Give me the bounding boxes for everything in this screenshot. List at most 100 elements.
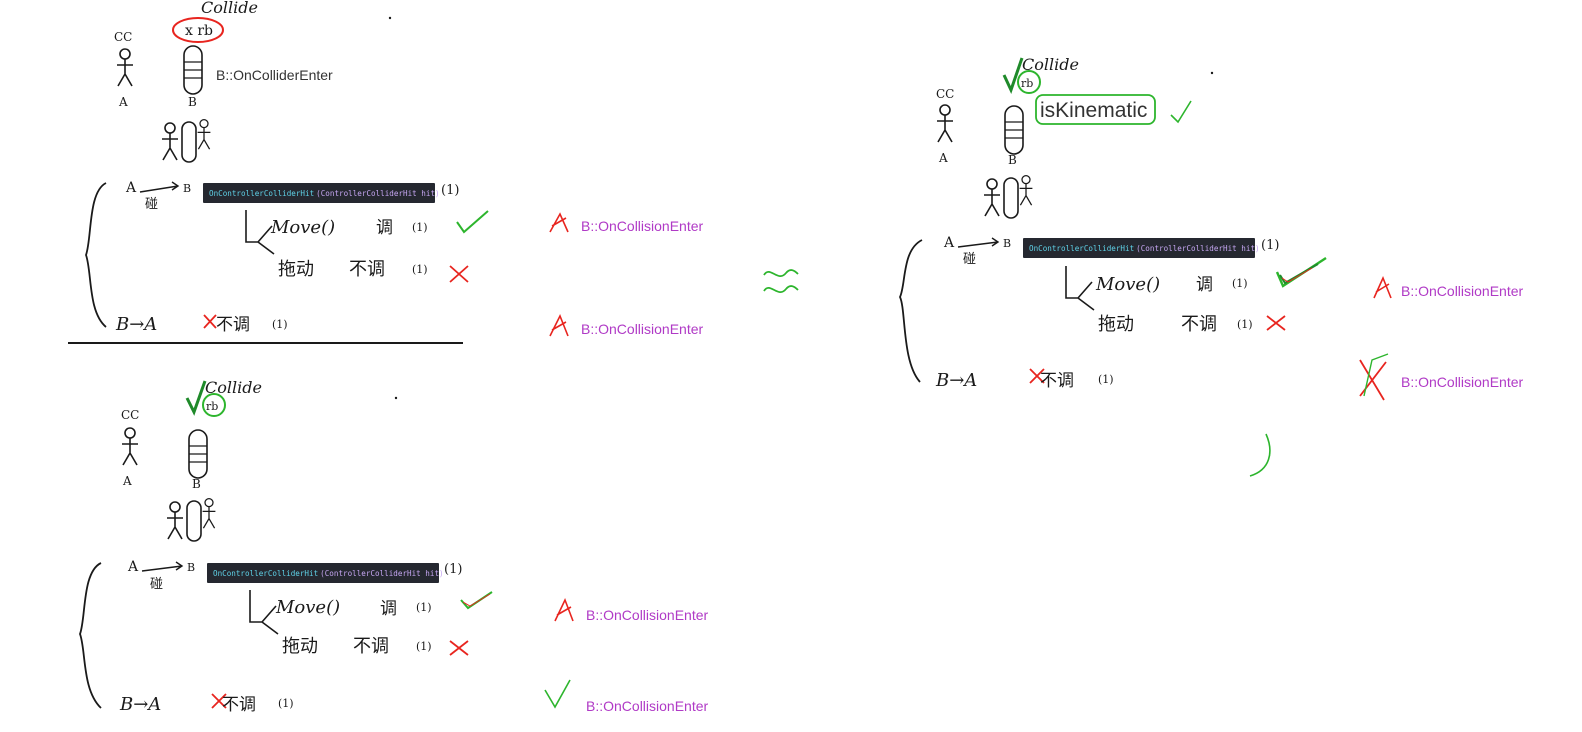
hit-char: 碰 (145, 197, 158, 212)
drag-text: 拖动 (282, 636, 318, 657)
cc-label: CC (936, 87, 954, 101)
b-hit-label: B (183, 182, 191, 195)
a-hit-label: A (127, 559, 139, 575)
check-mark-icon (544, 679, 571, 709)
rb-label: rb (1021, 77, 1033, 90)
move-text: Move() (275, 597, 340, 618)
x-rb-label: x rb (185, 23, 213, 39)
cc-label: CC (121, 408, 139, 422)
check-mark-icon (185, 380, 207, 416)
cross-mark-icon (554, 597, 574, 622)
arrow-a-to-b (957, 237, 1000, 248)
pair-sketch (162, 120, 210, 162)
a-label: A (118, 95, 128, 109)
rb-ring (1017, 70, 1041, 94)
b-to-a-text: B→A (115, 314, 157, 335)
check-mark-icon (1170, 100, 1192, 124)
no-call-text: 不调 (349, 259, 385, 280)
call-once-label: (1) (444, 562, 463, 577)
a-hit-label: A (125, 180, 137, 196)
check-mark-icon (1002, 57, 1024, 94)
hit-char: 碰 (963, 252, 976, 267)
paren-1: (1) (1232, 277, 1248, 290)
call-once-label: (1) (1261, 238, 1280, 253)
code-snippet: OnControllerColliderHit(ControllerCollid… (203, 183, 440, 203)
brace-icon (85, 182, 107, 328)
move-text: Move() (1095, 274, 1160, 295)
b-to-a-text: B→A (935, 370, 977, 391)
no-call-text: 不调 (1040, 371, 1074, 391)
stick-figure-icon (936, 104, 954, 143)
panel-top-left: Collide x rb CC A B A B 碰 Move() 调 (1) 拖… (68, 0, 569, 344)
b-to-a-text: B→A (119, 694, 161, 715)
capsule-icon (1004, 105, 1024, 155)
on-collision-enter-label: B::OnCollisionEnter (586, 607, 709, 623)
paren-1: (1) (412, 263, 428, 276)
code-params: (ControllerColliderHit hit) (1136, 243, 1260, 253)
paren-1: (1) (1098, 373, 1114, 386)
cross-mark-icon (1029, 368, 1045, 384)
code-method: OnControllerColliderHit (209, 188, 315, 198)
code-snippet: OnControllerColliderHit(ControllerCollid… (207, 563, 444, 583)
hit-char: 碰 (150, 577, 163, 592)
panel-bottom-left: Collide rb CC A B A B 碰 Move() 调 (1) 拖动 … (79, 378, 574, 715)
paren-1: (1) (412, 221, 428, 234)
brace-icon (79, 562, 102, 709)
cross-mark-icon (449, 265, 469, 283)
rb-label: rb (206, 400, 218, 413)
on-collider-enter-label: B::OnColliderEnter (216, 67, 333, 83)
check-mark-icon (456, 210, 489, 234)
code-method: OnControllerColliderHit (1029, 243, 1135, 253)
pair-sketch (167, 499, 215, 541)
b-label: B (1008, 153, 1017, 167)
drag-text: 拖动 (278, 259, 314, 280)
paren-1: (1) (416, 601, 432, 614)
cross-mark-icon (1266, 315, 1286, 331)
capsule-icon (188, 429, 208, 479)
on-collision-enter-label: B::OnCollisionEnter (1401, 283, 1524, 299)
no-call-text: 不调 (1181, 314, 1217, 335)
stray-dot (1210, 71, 1214, 75)
panel-right: Collide rb CC A B A B 碰 Move() 调 (1) 拖动 … (899, 55, 1392, 477)
stray-dot (394, 396, 398, 400)
stick-figure-icon (116, 48, 134, 87)
on-collision-enter-label: B::OnCollisionEnter (581, 321, 704, 337)
on-collision-enter-label: B::OnCollisionEnter (1401, 374, 1524, 390)
cross-mark-icon (549, 212, 569, 233)
pair-sketch (984, 176, 1032, 218)
check-mark-icon (1275, 256, 1327, 288)
stick-figure-icon (121, 427, 139, 466)
cross-mark-icon (549, 314, 569, 337)
no-call-text: 不调 (222, 695, 256, 715)
collide-label: Collide (205, 378, 262, 397)
code-method: OnControllerColliderHit (213, 568, 319, 578)
a-label: A (938, 151, 948, 165)
no-call-text: 不调 (216, 315, 250, 335)
a-label: A (122, 474, 132, 488)
check-overstroke (462, 593, 491, 607)
branch-icon (249, 590, 279, 635)
approx-equal-icon (763, 269, 799, 294)
branch-icon (1065, 266, 1095, 311)
on-collision-enter-label: B::OnCollisionEnter (586, 698, 709, 714)
a-hit-label: A (943, 235, 955, 251)
paren-1: (1) (416, 640, 432, 653)
cross-mark-icon (1359, 353, 1389, 401)
paren-1: (1) (278, 697, 294, 710)
check-mark-icon (460, 591, 493, 610)
call-text: 调 (376, 218, 393, 238)
branch-icon (245, 210, 275, 255)
bracket-mark (1249, 433, 1271, 477)
call-text: 调 (380, 599, 397, 619)
cc-label: CC (114, 30, 132, 44)
collide-label: Collide (1022, 55, 1079, 74)
no-call-text: 不调 (353, 636, 389, 657)
collide-label: Collide (201, 0, 258, 17)
call-text: 调 (1196, 275, 1213, 295)
stray-dot (388, 16, 392, 20)
drag-text: 拖动 (1098, 314, 1134, 335)
paren-1: (1) (1237, 318, 1253, 331)
rb-ring (172, 17, 224, 43)
cross-mark-icon (1373, 275, 1392, 299)
